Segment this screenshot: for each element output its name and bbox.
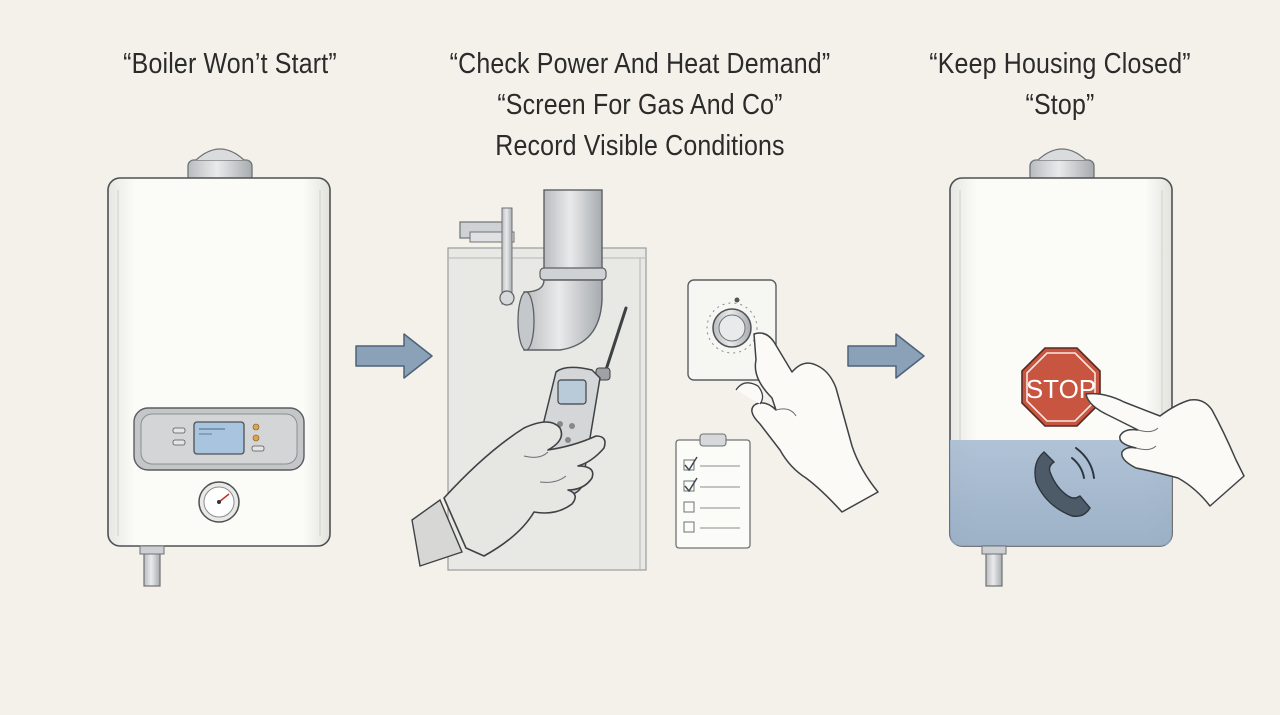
stop-sign-text: STOP bbox=[1026, 374, 1096, 404]
stop-sign-icon: STOP bbox=[1021, 347, 1101, 427]
step-2-line-3: Record Visible Conditions bbox=[495, 130, 785, 162]
gloved-hand-icon bbox=[411, 421, 606, 567]
display-screen bbox=[193, 421, 245, 455]
inspection-scene bbox=[411, 189, 879, 571]
step-3-line-1: “Keep Housing Closed” bbox=[929, 48, 1191, 80]
pressure-gauge-icon bbox=[198, 481, 240, 523]
phone-icon bbox=[1034, 447, 1095, 518]
flue-collar bbox=[1029, 148, 1095, 183]
flue-collar bbox=[187, 148, 253, 183]
step-2-line-2: “Screen For Gas And Co” bbox=[497, 89, 783, 121]
arrow-right-icon bbox=[847, 333, 925, 379]
step-1-caption: “Boiler Won’t Start” bbox=[84, 44, 376, 85]
hand-pointing-icon bbox=[735, 332, 879, 513]
boiler-unit-stopped: STOP bbox=[949, 148, 1245, 587]
step-3-line-2: “Stop” bbox=[1025, 89, 1095, 121]
boiler-unit bbox=[107, 148, 331, 587]
hand-pointing-icon bbox=[1085, 392, 1245, 507]
flue-pipe bbox=[517, 189, 607, 351]
checklist-icon bbox=[675, 433, 751, 549]
control-panel bbox=[133, 407, 305, 471]
arrow-right-icon bbox=[355, 333, 433, 379]
step-2-line-1: “Check Power And Heat Demand” bbox=[449, 48, 831, 80]
thermostat-icon bbox=[687, 279, 777, 381]
step-2-caption: “Check Power And Heat Demand” “Screen Fo… bbox=[434, 44, 847, 167]
step-3-caption: “Keep Housing Closed” “Stop” bbox=[905, 44, 1215, 126]
step-1-line-1: “Boiler Won’t Start” bbox=[123, 48, 337, 80]
